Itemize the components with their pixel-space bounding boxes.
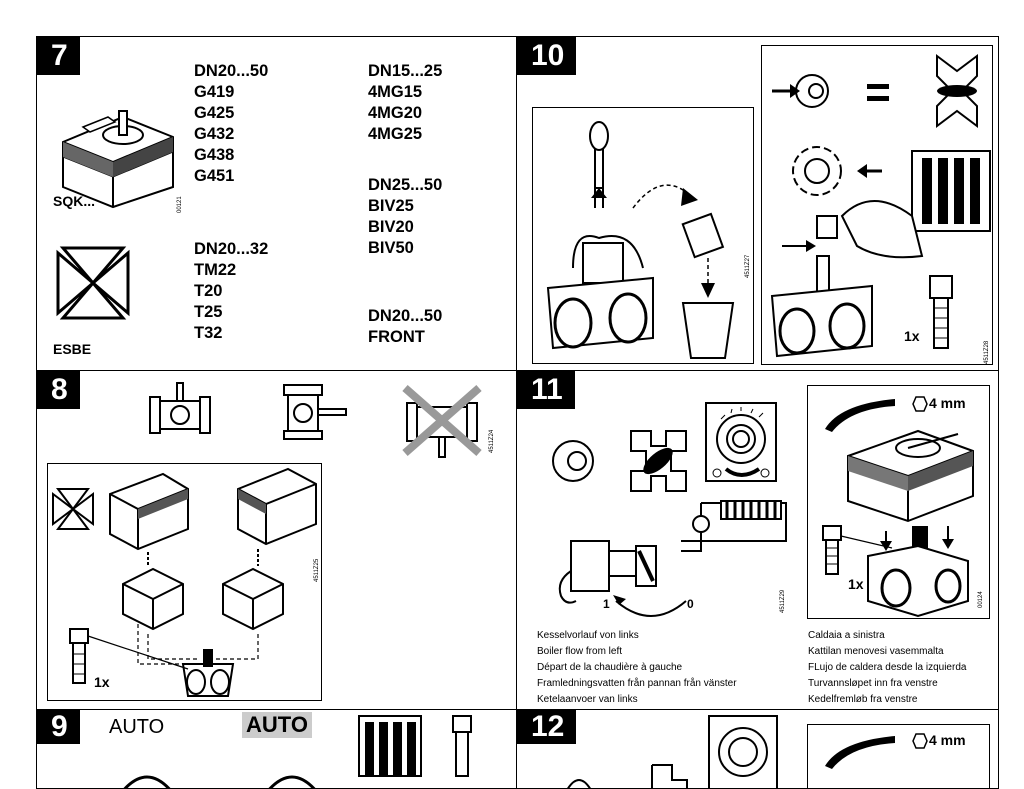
caption-line: Départ de la chaudière à gauche	[537, 662, 683, 673]
auto-label-highlighted: AUTO	[242, 712, 312, 738]
list-item: 4MG20	[368, 104, 423, 122]
figure-frame: 4 mm 1x 00124	[807, 385, 990, 619]
list-item: DN25...50	[368, 176, 443, 194]
list-item: DN15...25	[368, 62, 443, 80]
position-1-label: 1	[603, 597, 610, 611]
caption-line: Kesselvorlauf von links	[537, 630, 639, 641]
list-item: G432	[194, 125, 235, 143]
screw-icon	[452, 715, 472, 777]
flow-diagram-figure	[552, 402, 787, 617]
panel-number: 8	[37, 371, 80, 409]
valve-horizontal-icon	[149, 382, 211, 434]
striped-grille-icon	[358, 715, 422, 777]
actuator-valve-figure	[822, 429, 974, 618]
figure-code: 4511Z24	[489, 429, 495, 453]
size-label: 4 mm	[929, 395, 966, 411]
caption-line: Turvannsløpet inn fra venstre	[808, 678, 938, 689]
actuator-mounting-figure	[52, 467, 317, 697]
list-item: DN20...50	[194, 62, 269, 80]
caption-line: Boiler flow from left	[537, 646, 623, 657]
figure-code: 00124	[978, 591, 984, 608]
size-label: 4 mm	[929, 732, 966, 748]
list-item: T20	[194, 282, 223, 300]
dial-box-partial-icon	[708, 715, 778, 788]
list-item: BIV50	[368, 239, 414, 257]
figure-code: 4511Z28	[984, 340, 990, 364]
list-item: BIV20	[368, 218, 414, 236]
hex-icon	[912, 733, 928, 749]
figure-frame-left: 4511Z27	[532, 107, 754, 364]
figure-code: 4511Z29	[780, 589, 786, 613]
list-item: BIV25	[368, 197, 414, 215]
panel-8: 8 4511Z24	[36, 370, 517, 710]
panel-7: 7 00121 SQK... ESBE DN20...50 G419 G425 …	[36, 36, 517, 371]
panel-12: 12 4 mm	[516, 709, 999, 789]
quantity-label: 1x	[94, 674, 110, 690]
panel-11: 11 1 0 4511Z29 4 mm	[516, 370, 999, 710]
caption-line: FLujo de caldera desde la izquierda	[808, 662, 967, 673]
hex-icon	[912, 396, 928, 412]
list-item: DN20...50	[368, 307, 443, 325]
allen-key-icon	[825, 399, 895, 432]
list-item: DN20...32	[194, 240, 269, 258]
list-item: T25	[194, 303, 223, 321]
caption-line: Caldaia a sinistra	[808, 630, 885, 641]
quantity-label: 1x	[904, 328, 920, 344]
quantity-label: 1x	[848, 576, 864, 592]
list-item: G425	[194, 104, 235, 122]
panel-number: 7	[37, 37, 80, 75]
position-0-label: 0	[687, 597, 694, 611]
panel-number: 9	[37, 710, 80, 744]
caption-line: Framledningsvatten från pannan från väns…	[537, 678, 737, 689]
list-item: 4MG15	[368, 83, 423, 101]
list-item: G419	[194, 83, 235, 101]
figure-frame: 4 mm	[807, 724, 990, 788]
figure-frame-right: 1x 4511Z28	[761, 45, 993, 365]
label-esbe: ESBE	[53, 341, 92, 357]
valve-side-icon	[283, 384, 347, 440]
list-item: G438	[194, 146, 235, 164]
auto-label-plain: AUTO	[109, 716, 165, 738]
list-item: G451	[194, 167, 235, 185]
actuator-sqk-icon	[62, 110, 174, 209]
panel-number: 11	[517, 371, 575, 409]
list-item: FRONT	[368, 328, 425, 346]
caption-line: Kedelfremløb fra venstre	[808, 694, 918, 705]
esbe-cross-icon	[56, 246, 130, 320]
figure-code: 00121	[177, 196, 183, 213]
valve-screwdriver-figure	[546, 121, 735, 359]
panel-10: 10 4511Z27	[516, 36, 999, 371]
dial-partial-icon-2	[268, 775, 316, 788]
figure-code: 4511Z27	[745, 254, 751, 278]
panel-9: 9 AUTO AUTO	[36, 709, 517, 789]
caption-line: Ketelaanvoer van links	[537, 694, 638, 705]
dial-partial-icon	[123, 775, 171, 788]
valve-position-figure	[770, 54, 991, 358]
panel-number: 10	[517, 37, 577, 75]
allen-key-icon	[825, 736, 895, 769]
list-item: T32	[194, 324, 223, 342]
caption-line: Kattilan menovesi vasemmalta	[808, 646, 944, 657]
label-sqk: SQK...	[53, 193, 96, 209]
panel-number: 12	[517, 710, 577, 744]
figure-code: 4511Z25	[314, 558, 320, 582]
list-item: 4MG25	[368, 125, 423, 143]
figure-frame: 1x 4511Z25	[47, 463, 322, 701]
valve-crossed-out-icon	[402, 384, 482, 458]
list-item: TM22	[194, 261, 237, 279]
